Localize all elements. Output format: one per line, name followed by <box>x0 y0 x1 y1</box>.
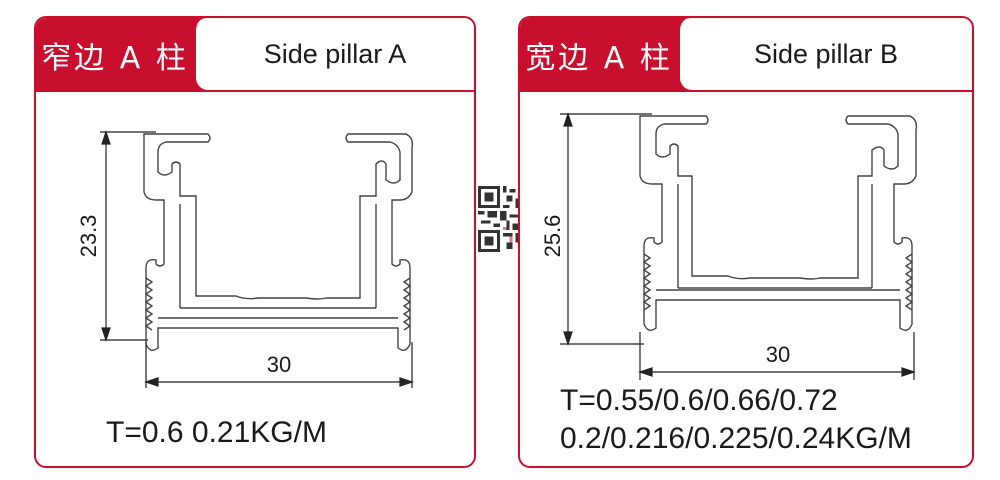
card-side-pillar-a: 窄边 A 柱 Side pillar A <box>34 16 476 468</box>
width-dimension-label: 30 <box>267 352 291 377</box>
title-chinese: 宽边 A 柱 <box>525 41 673 76</box>
height-dimension-label: 23.3 <box>76 215 101 258</box>
title-english: Side pillar A <box>194 18 474 92</box>
height-dimension-label: 25.6 <box>540 215 565 258</box>
profile-drawing-b: 25.6 30 <box>540 112 918 380</box>
profile-outline <box>639 115 918 331</box>
spec-text-weight: 0.2/0.216/0.225/0.24KG/M <box>560 422 912 455</box>
profile-outline <box>143 133 414 351</box>
card-side-pillar-b: 宽边 A 柱 Side pillar B 25.6 30 T=0.55/0.6/… <box>518 16 974 468</box>
profile-drawing-a: 23.3 30 <box>76 130 414 388</box>
title-english: Side pillar B <box>678 18 972 92</box>
spec-text-thickness: T=0.55/0.6/0.66/0.72 <box>560 384 838 417</box>
width-dimension-label: 30 <box>766 342 790 367</box>
title-chinese: 窄边 A 柱 <box>41 41 189 76</box>
spec-text: T=0.6 0.21KG/M <box>106 416 327 449</box>
